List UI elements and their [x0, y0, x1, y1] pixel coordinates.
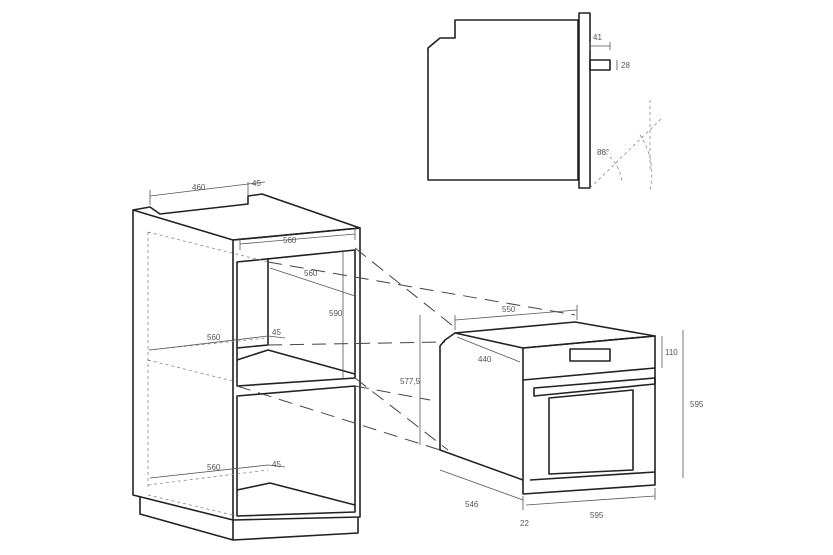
label-install-height: 577,5 — [400, 377, 421, 386]
label-total-height: 595 — [690, 400, 704, 409]
cabinet-front — [232, 227, 361, 521]
label-front-width: 560 — [283, 236, 297, 245]
oven-front — [522, 335, 656, 495]
oven-display — [569, 348, 611, 362]
oven-window — [548, 389, 634, 475]
label-shelf-depth-upper: 560 — [207, 333, 221, 342]
oven-body-side — [439, 332, 524, 481]
cabinet: 460 45 560 560 590 560 45 560 45 577,5 — [132, 179, 421, 541]
label-shelf-gap-upper: 45 — [272, 328, 281, 337]
label-panel-height: 110 — [665, 348, 678, 357]
cabinet-side — [132, 210, 234, 521]
label-opening-height: 590 — [329, 309, 343, 318]
label-top-gap: 45 — [252, 179, 261, 188]
cabinet-hidden-lines — [147, 231, 269, 517]
oven-panel-line — [522, 367, 656, 381]
label-inner-depth: 560 — [304, 269, 318, 278]
label-shelf-depth-lower: 560 — [207, 463, 221, 472]
label-top-depth: 460 — [192, 183, 206, 192]
door-open-arc — [589, 100, 663, 191]
cabinet-dimension-lines — [149, 181, 421, 479]
label-body-width: 550 — [502, 305, 516, 314]
oven-dimension-lines — [439, 305, 684, 510]
cabinet-top — [132, 193, 361, 241]
label-front-thickness: 22 — [520, 519, 529, 528]
oven-bottom-line — [529, 471, 656, 481]
label-body-depth: 440 — [478, 355, 492, 364]
oven-handle[interactable] — [533, 377, 656, 397]
side-view-handle — [589, 59, 611, 71]
label-total-depth: 546 — [465, 500, 479, 509]
label-shelf-gap-lower: 45 — [272, 460, 281, 469]
label-front-width: 595 — [590, 511, 604, 520]
side-view-door — [578, 12, 591, 189]
oven-top — [454, 321, 656, 349]
label-handle-height: 28 — [621, 61, 630, 70]
cabinet-shelves — [236, 258, 356, 506]
label-handle-depth: 41 — [593, 33, 602, 42]
oven: 550 440 110 595 546 22 595 — [439, 305, 704, 528]
side-view: 41 28 88° — [427, 12, 663, 191]
projection-lines — [236, 247, 576, 451]
side-view-body — [427, 19, 579, 181]
label-door-angle: 88° — [597, 148, 609, 157]
handle-dimension — [589, 42, 618, 70]
